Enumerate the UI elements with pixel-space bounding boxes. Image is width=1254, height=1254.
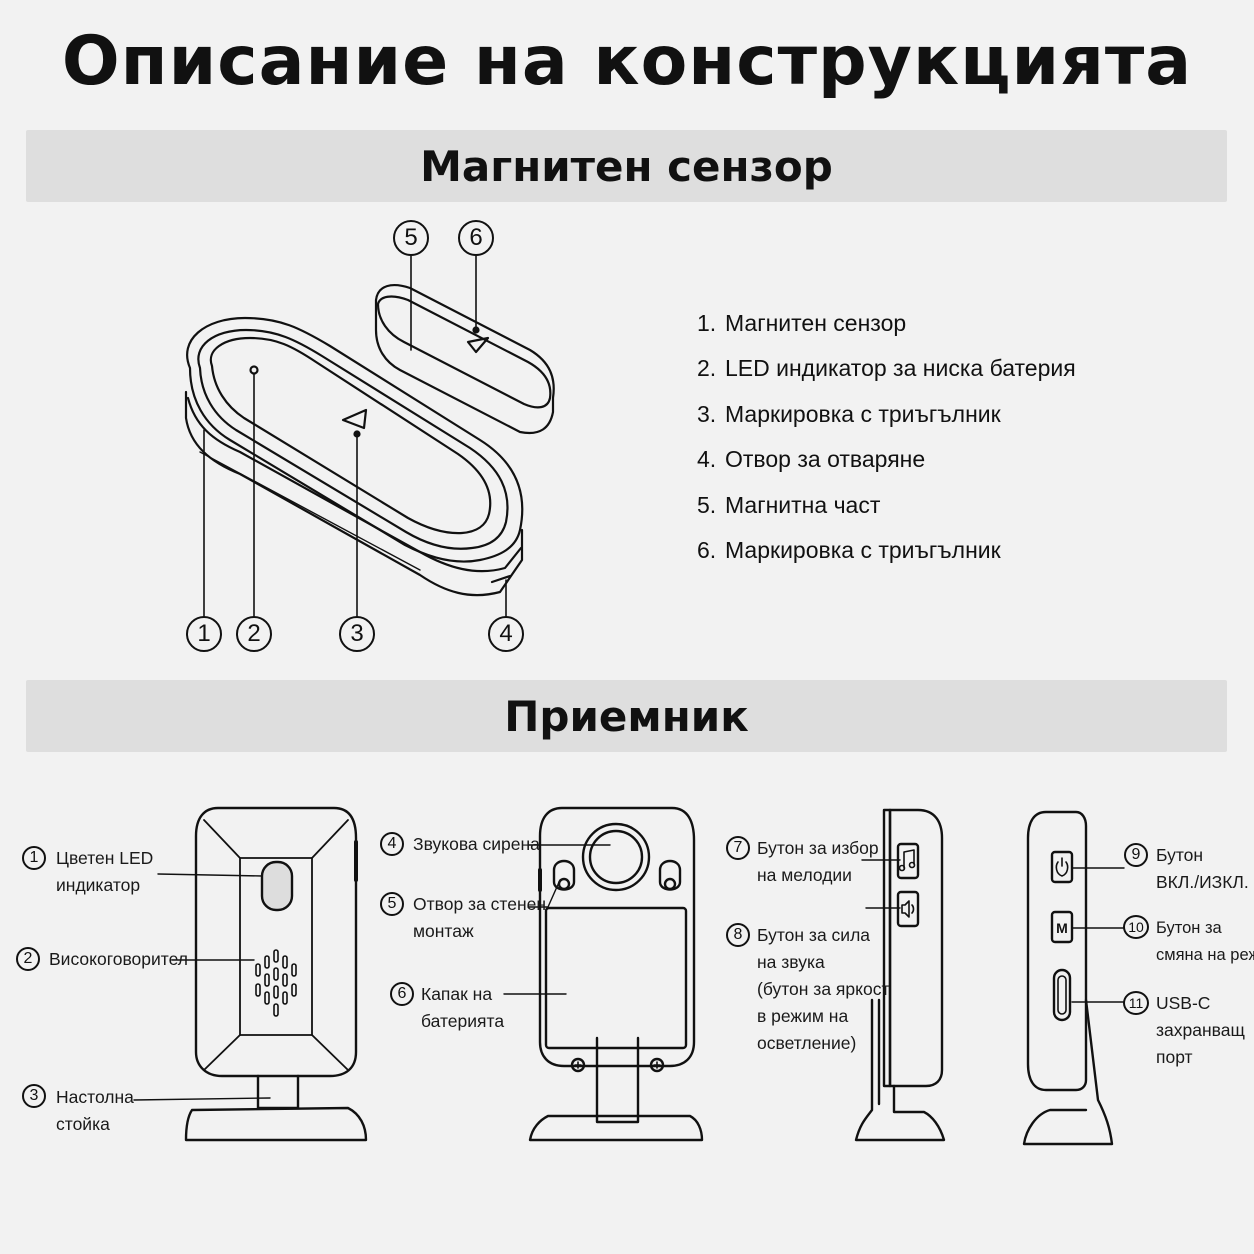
receiver-callout-num-7: 7	[726, 836, 750, 860]
receiver-callout-num-9: 9	[1124, 843, 1148, 867]
sensor-callout-4: 4	[488, 616, 524, 652]
sensor-callout-6: 6	[458, 220, 494, 256]
receiver-side-right-illustration	[1022, 810, 1114, 1146]
sensor-leader-lines	[203, 255, 507, 617]
music-note-icon	[898, 849, 916, 872]
mode-button-icon: M	[1056, 920, 1068, 936]
receiver-callout-num-5: 5	[380, 892, 404, 916]
sensor-callout-3: 3	[339, 616, 375, 652]
sensor-legend: 1.Магнитен сензор 2.LED индикатор за нис…	[697, 306, 1076, 578]
magnet-part-illustration	[374, 284, 555, 435]
receiver-label-speaker: Високоговорител	[49, 949, 188, 969]
legend-item: 6.Маркировка с триъгълник	[697, 536, 1001, 563]
receiver-callout-num-3: 3	[22, 1084, 46, 1108]
legend-item: 1.Магнитен сензор	[697, 310, 907, 336]
page-title: Описание на конструкцията	[61, 22, 1193, 101]
receiver-callout-num-6: 6	[390, 982, 414, 1006]
section-header-receiver: Приемник	[26, 680, 1227, 752]
legend-item: 3.Маркировка с триъгълник	[697, 400, 1001, 427]
receiver-callout-num-1: 1	[22, 846, 46, 870]
receiver-side-left-illustration	[854, 808, 946, 1142]
sensor-callout-1: 1	[186, 616, 222, 652]
speaker-icon	[901, 900, 915, 918]
magnetic-sensor-illustration	[184, 316, 524, 597]
sensor-callout-5: 5	[393, 220, 429, 256]
receiver-front-illustration	[184, 806, 368, 1142]
receiver-callout-num-10: 10	[1123, 915, 1149, 939]
legend-item: 2.LED индикатор за ниска батерия	[697, 355, 1076, 382]
receiver-callout-num-11: 11	[1123, 991, 1149, 1015]
receiver-callout-num-2: 2	[16, 947, 40, 971]
legend-item: 5.Магнитна част	[697, 491, 881, 518]
sensor-callout-2: 2	[236, 616, 272, 652]
receiver-leader-lines	[133, 844, 1125, 1101]
legend-item: 4.Отвор за отваряне	[697, 446, 926, 473]
mode-letter: M	[1056, 920, 1068, 936]
receiver-label-siren: Звукова сирена	[413, 834, 540, 854]
receiver-back-illustration	[528, 806, 704, 1142]
receiver-callout-num-4: 4	[380, 832, 404, 856]
receiver-callout-num-8: 8	[726, 923, 750, 947]
section-header-sensor: Магнитен сензор	[26, 130, 1227, 202]
power-icon	[1055, 857, 1069, 877]
